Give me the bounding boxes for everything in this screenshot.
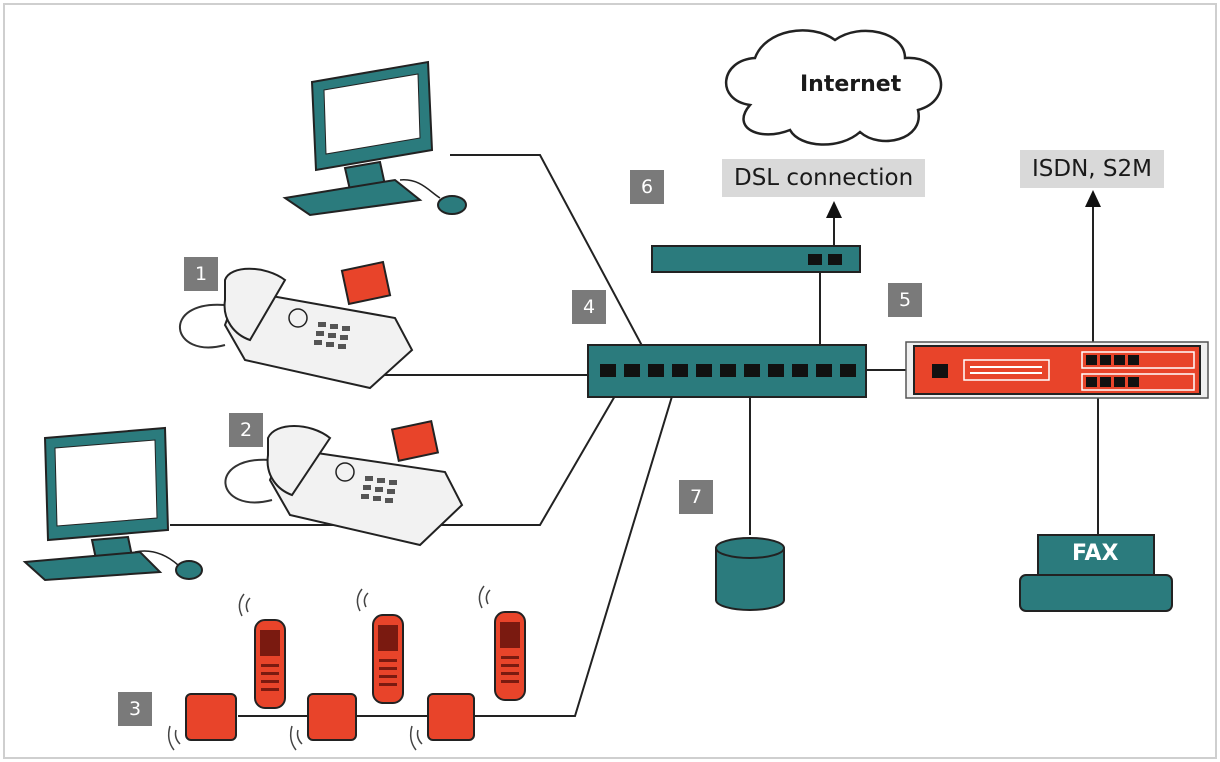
dect-base-station-icon xyxy=(409,693,475,751)
badge-6: 6 xyxy=(630,170,664,204)
network-switch-icon xyxy=(587,344,867,398)
dect-handset-icon xyxy=(238,593,286,709)
badge-4: 4 xyxy=(572,290,606,324)
badge-1: 1 xyxy=(184,257,218,291)
internet-cloud-icon xyxy=(724,29,943,146)
frame-border xyxy=(3,3,1217,759)
line-pc2-switch xyxy=(170,369,631,526)
dect-handset-icon xyxy=(356,588,404,704)
desk-phone-icon xyxy=(179,260,414,390)
badge-3: 3 xyxy=(118,692,152,726)
fax-label: FAX xyxy=(1072,541,1119,566)
badge-5: 5 xyxy=(888,283,922,317)
badge-2: 2 xyxy=(229,413,263,447)
dect-base-station-icon xyxy=(167,693,237,751)
dsl-connection-label: DSL connection xyxy=(722,159,926,197)
isdn-arrow-icon xyxy=(1085,190,1101,207)
fax-machine-icon xyxy=(1019,534,1173,612)
desk-phone-icon xyxy=(224,420,464,547)
desktop-pc-icon xyxy=(282,60,467,217)
dsl-modem-icon xyxy=(651,245,861,273)
desktop-pc-icon xyxy=(22,426,203,582)
pbx-rack-icon xyxy=(905,341,1209,399)
internet-label: Internet xyxy=(800,72,902,97)
storage-database-icon xyxy=(715,537,785,611)
badge-7: 7 xyxy=(679,480,713,514)
line-dect-switch xyxy=(470,369,681,717)
line-pc1-switch xyxy=(450,154,656,371)
isdn-label: ISDN, S2M xyxy=(1020,150,1164,188)
dsl-arrow-icon xyxy=(826,201,842,218)
dect-base-station-icon xyxy=(289,693,357,751)
dect-handset-icon xyxy=(478,585,526,701)
